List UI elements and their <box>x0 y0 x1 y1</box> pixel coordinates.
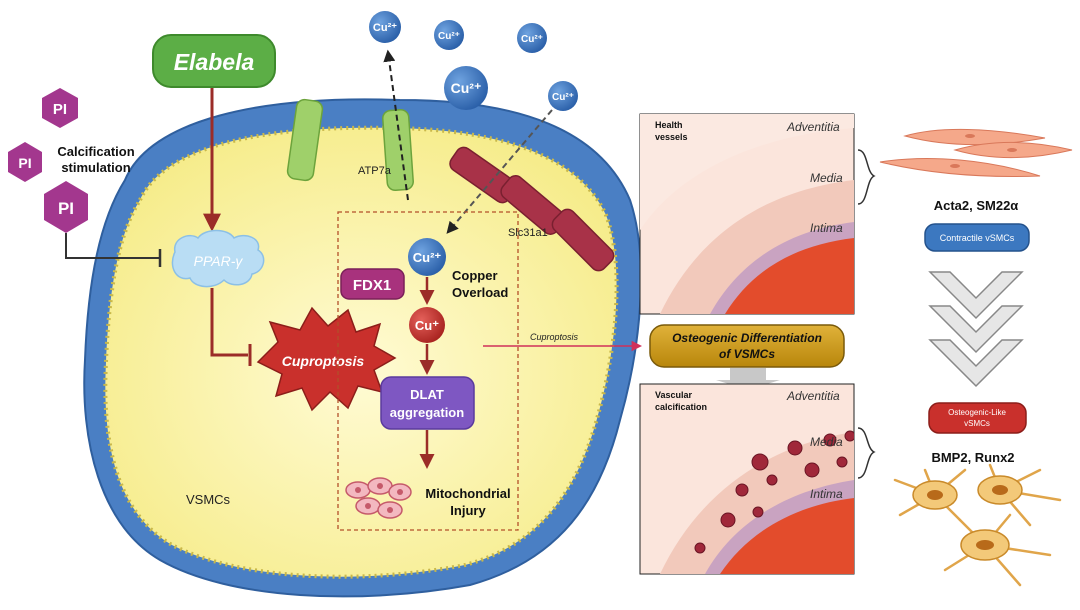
contractile-vsmcs-badge: Contractile vSMCs <box>924 223 1030 252</box>
copper-overload-line-1: Copper <box>452 268 498 283</box>
chevron-down-icon-2 <box>928 305 1024 354</box>
osteogenic-cells-icon <box>893 463 1062 587</box>
elabela-node: Elabela <box>152 34 276 88</box>
cu-ion-4: Cu²⁺ <box>444 66 488 110</box>
cu-ion-1: Cu²⁺ <box>369 11 401 43</box>
cu-plus-node: Cu⁺ <box>409 307 445 343</box>
cu-ion-4-label: Cu²⁺ <box>451 80 482 96</box>
calcification-stimulation-line-2: stimulation <box>61 160 130 175</box>
chevron-down-icons <box>928 271 1024 388</box>
bottom-media-brace <box>857 427 876 479</box>
bottom-media-label: Media <box>810 435 843 449</box>
copper-pathway-box <box>337 211 519 531</box>
dlat-line-2: aggregation <box>390 405 464 420</box>
bottom-intima-label: Intima <box>810 487 843 501</box>
calcification-title-2: calcification <box>655 402 707 412</box>
pi-hexagon-1: PI <box>42 88 78 128</box>
top-adventitia-label: Adventitia <box>786 120 840 134</box>
top-media-brace <box>857 149 876 205</box>
pi-hexagon-3-label: PI <box>58 199 74 218</box>
calcification-deposits <box>694 430 854 554</box>
vsmcs-label: VSMCs <box>186 492 231 507</box>
cu-ion-intracellular: Cu²⁺ <box>408 238 446 276</box>
ppar-gamma-node: PPAR-γ <box>171 229 265 288</box>
calcification-stimulation-line-1: Calcification <box>57 144 134 159</box>
cu-ion-5-label: Cu²⁺ <box>552 92 574 103</box>
cuproptosis-label: Cuproptosis <box>282 353 365 369</box>
atp7a-segment-1 <box>286 98 324 182</box>
osteogenic-vsmcs-badge: Osteogenic-Like vSMCs <box>928 402 1027 434</box>
cu-ion-5: Cu²⁺ <box>548 81 578 111</box>
osteogenic-markers-label: BMP2, Runx2 <box>931 450 1014 465</box>
osteogenic-line-2: of VSMCs <box>719 347 775 361</box>
cu-ion-2: Cu²⁺ <box>434 20 464 50</box>
cu-ion-2-label: Cu²⁺ <box>438 31 460 42</box>
pi-inhibition-line <box>65 233 160 259</box>
bottom-adventitia-label: Adventitia <box>786 389 840 403</box>
mitochondrial-injury-line-2: Injury <box>450 503 486 518</box>
osteogenic-line-1: Osteogenic Differentiation <box>672 331 822 345</box>
calcification-vessel-panel: Vascular calcification Adventitia Media … <box>639 383 855 575</box>
osteogenic-vsmcs-line-2: vSMCs <box>964 419 990 428</box>
chevron-down-icon-3 <box>928 339 1024 388</box>
pi-hexagon-2: PI <box>8 142 42 182</box>
slc31a1-channel <box>449 146 615 272</box>
pi-hexagon-1-label: PI <box>53 101 67 118</box>
contractile-markers-label: Acta2, SM22α <box>934 198 1019 213</box>
slc31a1-segment-3 <box>551 208 615 272</box>
osteogenic-differentiation-node: Osteogenic Differentiation of VSMCs <box>649 324 845 368</box>
health-vessel-panel: Health vessels Adventitia Media Intima <box>639 113 855 315</box>
cu-ion-1-label: Cu²⁺ <box>373 22 397 34</box>
copper-overload-line-2: Overload <box>452 285 508 300</box>
pi-hexagon-2-label: PI <box>18 155 31 171</box>
top-intima-label: Intima <box>810 221 843 235</box>
atp7a-label: ATP7a <box>358 165 392 177</box>
atp7a-channel <box>286 98 414 192</box>
slc31a1-label: Slc31a1 <box>508 227 548 239</box>
ppar-inhibition-line <box>210 288 248 357</box>
fdx1-label: FDX1 <box>353 277 391 294</box>
cu-ion-3: Cu²⁺ <box>517 23 547 53</box>
mitochondrial-injury-line-1: Mitochondrial <box>425 486 510 501</box>
cu-ion-3-label: Cu²⁺ <box>521 34 543 45</box>
calcification-title-1: Vascular <box>655 390 693 400</box>
osteogenic-vsmcs-line-1: Osteogenic-Like <box>948 408 1006 417</box>
health-vessel-title-1: Health <box>655 120 683 130</box>
cu-efflux-arrow <box>383 49 409 201</box>
cu-ion-intracellular-label: Cu²⁺ <box>413 250 442 265</box>
top-media-label: Media <box>810 171 843 185</box>
dlat-aggregation-node: DLAT aggregation <box>380 376 475 430</box>
ppar-gamma-label: PPAR-γ <box>194 253 244 269</box>
cuproptosis-burst: Cuproptosis <box>256 306 397 412</box>
elabela-label: Elabela <box>174 49 255 75</box>
fdx1-node: FDX1 <box>340 268 405 300</box>
dlat-line-1: DLAT <box>410 387 444 402</box>
contractile-vsmcs-label: Contractile vSMCs <box>940 233 1015 243</box>
mitochondria-icon <box>345 477 412 519</box>
cuproptosis-arrow-label: Cuproptosis <box>530 332 579 342</box>
contractile-cells-icon <box>879 128 1073 177</box>
chevron-down-icon-1 <box>928 271 1024 320</box>
atp7a-segment-2 <box>382 108 414 192</box>
pi-hexagon-3: PI <box>44 181 88 233</box>
health-vessel-title-2: vessels <box>655 132 688 142</box>
cu-plus-label: Cu⁺ <box>415 318 439 333</box>
